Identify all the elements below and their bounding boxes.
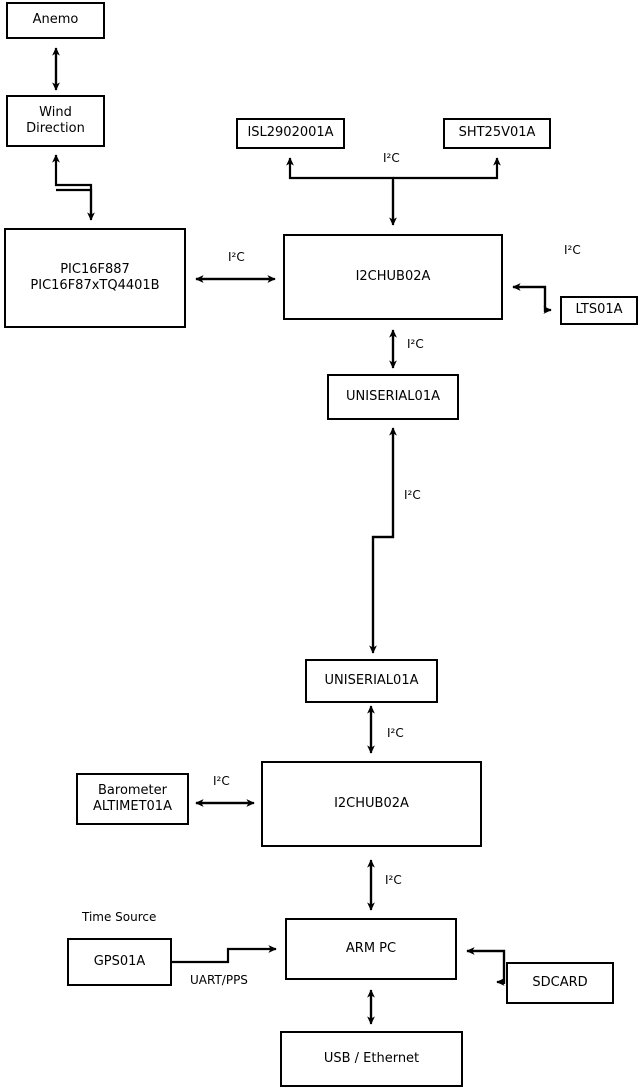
node-barometer[interactable]: Barometer ALTIMET01A (76, 773, 189, 825)
node-wind-direction-label-1: Wind (39, 104, 72, 120)
node-i2chub02a-bottom-label: I2CHUB02A (334, 795, 409, 811)
node-lts01a-label: LTS01A (575, 302, 623, 318)
wire-pic-wind-down (56, 188, 95, 221)
edge-label-hub-to-sensors: I²C (383, 151, 400, 165)
edge-label-uniserial-link: I²C (404, 488, 421, 502)
node-sht25v01a-label: SHT25V01A (458, 125, 536, 141)
node-i2chub02a-bottom[interactable]: I2CHUB02A (261, 761, 482, 847)
edge-label-hub-to-lts: I²C (564, 243, 581, 257)
node-barometer-label-2: ALTIMET01A (93, 799, 172, 814)
node-uniserial01a-top-label: UNISERIAL01A (346, 388, 440, 404)
node-uniserial01a-top[interactable]: UNISERIAL01A (327, 374, 459, 420)
node-arm-pc[interactable]: ARM PC (285, 918, 457, 980)
edge-label-hub-to-uniserial-top: I²C (407, 337, 424, 351)
node-sdcard-label: SDCARD (532, 974, 588, 990)
edge-label-hub-bottom-to-arm: I²C (385, 873, 402, 887)
wire-arm-sdcard-out (467, 949, 506, 986)
node-i2chub02a-top-label: I2CHUB02A (355, 268, 431, 284)
edge-label-pic-to-hub: I²C (228, 250, 245, 264)
node-anemo[interactable]: Anemo (6, 2, 105, 39)
node-pic-label-1: PIC16F887 (60, 261, 130, 277)
node-isl2902001a[interactable]: ISL2902001A (236, 118, 345, 149)
node-gps01a[interactable]: GPS01A (67, 938, 172, 986)
node-barometer-label-1: Barometer (98, 782, 167, 798)
wire-sdcard-arm-in (466, 947, 506, 984)
node-wind-direction-label-2: Direction (26, 121, 85, 136)
node-pic-label-2: PIC16F87xTQ4401B (30, 278, 160, 293)
wire-uniserial-link-up (371, 427, 397, 651)
wire-gps-arm (172, 945, 277, 964)
node-sdcard[interactable]: SDCARD (506, 962, 614, 1004)
label-time-source: Time Source (82, 910, 157, 924)
node-uniserial01a-bottom-label: UNISERIAL01A (324, 672, 419, 688)
node-gps01a-label: GPS01A (93, 953, 146, 969)
edge-label-barometer-to-hub: I²C (213, 774, 230, 788)
node-wind-direction[interactable]: Wind Direction (6, 95, 105, 147)
wire-lts-hub-in (512, 283, 547, 312)
wire-pic-wind-up (52, 154, 93, 218)
node-pic-microcontroller[interactable]: PIC16F887 PIC16F87xTQ4401B (4, 228, 186, 328)
wire-hub-isl (286, 157, 395, 223)
wire-hub-sht (393, 157, 501, 180)
node-usb-ethernet[interactable]: USB / Ethernet (280, 1031, 463, 1087)
node-uniserial01a-bottom[interactable]: UNISERIAL01A (305, 659, 438, 703)
node-isl2902001a-label: ISL2902001A (247, 125, 334, 141)
node-usb-ethernet-label: USB / Ethernet (323, 1050, 420, 1066)
node-lts01a[interactable]: LTS01A (560, 296, 638, 325)
wire-hub-lts-out (513, 285, 552, 314)
edge-label-uniserial-bottom-to-hub: I²C (387, 726, 404, 740)
node-sht25v01a[interactable]: SHT25V01A (443, 118, 551, 149)
wire-uniserial-link-down (369, 430, 395, 654)
node-i2chub02a-top[interactable]: I2CHUB02A (283, 234, 503, 320)
edge-label-gps-to-arm: UART/PPS (190, 973, 248, 987)
node-arm-pc-label: ARM PC (345, 940, 397, 956)
node-anemo-label: Anemo (32, 12, 79, 28)
